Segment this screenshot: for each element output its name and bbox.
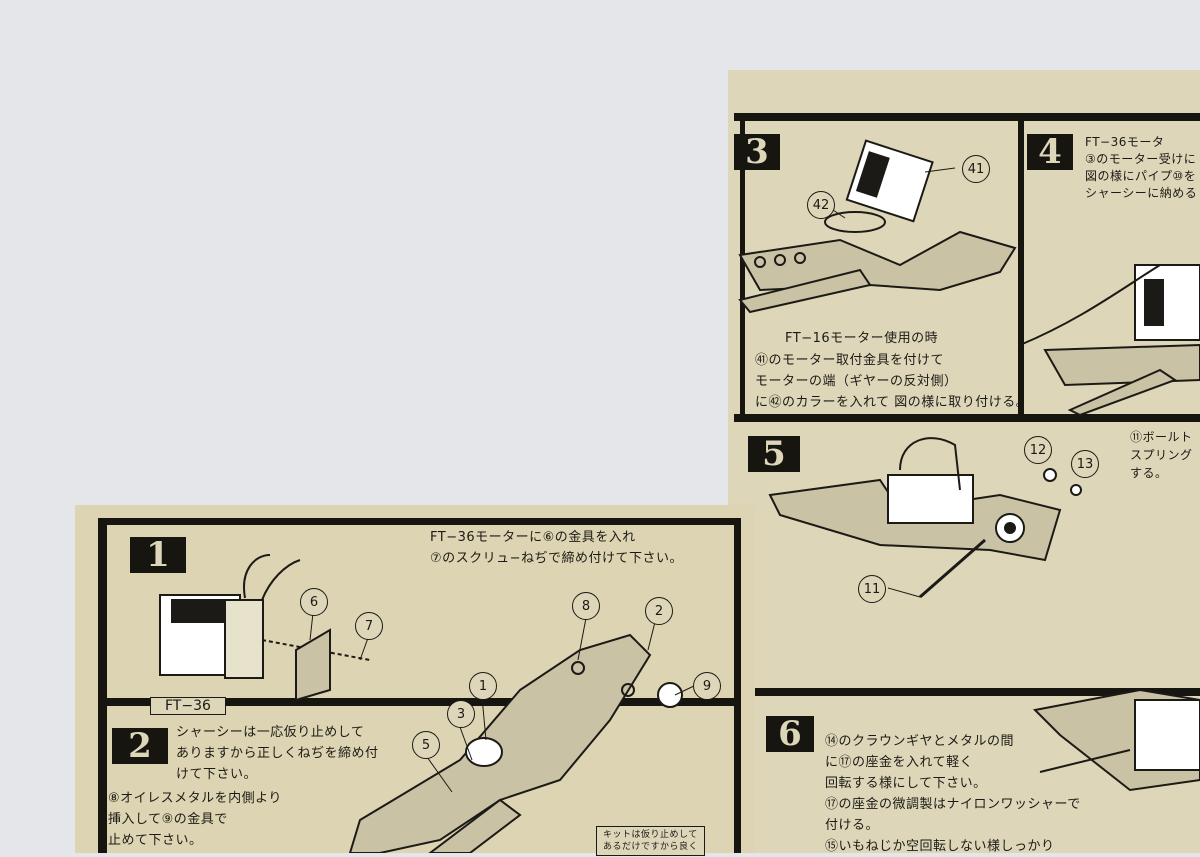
rule: [734, 113, 1200, 121]
step5-instructions: ⑪ボールト スプリング する。: [1130, 430, 1193, 480]
rule: [734, 518, 741, 853]
part-callout-6: 6: [300, 588, 328, 616]
part-callout-1: 1: [469, 672, 497, 700]
step2-instructions: シャーシーは一応仮り止めして ありますから正しくねぢを締め付 けて下さい。: [176, 725, 379, 782]
step-number-1: 1: [130, 535, 186, 575]
part-callout-41: 41: [962, 155, 990, 183]
part-callout-7: 7: [355, 612, 383, 640]
step2-instructions-metal: ⑧オイレスメタルを内側より 挿入して⑨の金具で 止めて下さい。: [108, 791, 282, 848]
step-number-4: 4: [1027, 132, 1073, 172]
step1-instructions: FT−36モーターに⑥の金具を入れ ⑦のスクリュ−ねぢで締め付けて下さい。: [430, 530, 684, 566]
rule: [98, 698, 738, 706]
step3-caption: FT−16モーター使用の時: [785, 331, 939, 346]
rule: [734, 414, 1200, 422]
step2-note: キットは仮り止めして あるだけですから良く: [596, 826, 706, 856]
rule: [98, 518, 738, 525]
step3-instructions: ㊶のモーター取付金具を付けて モーターの端（ギヤーの反対側） に㊷のカラーを入れ…: [755, 353, 1030, 410]
step6-instructions: ⑭のクラウンギヤとメタルの間 に⑰の座金を入れて軽く 回転する様にして下さい。 …: [825, 734, 1081, 854]
part-callout-9: 9: [693, 672, 721, 700]
part-callout-42: 42: [807, 191, 835, 219]
step-number-6: 6: [766, 714, 814, 754]
part-callout-5: 5: [412, 731, 440, 759]
part-callout-11: 11: [858, 575, 886, 603]
step4-instructions: FT−36モータ ③のモーター受けに 図の様にパイプ⑩を シャーシーに納める: [1085, 135, 1198, 200]
step-number-5: 5: [748, 434, 800, 474]
part-callout-13: 13: [1071, 450, 1099, 478]
part-callout-8: 8: [572, 592, 600, 620]
motor-label-ft36: FT−36: [150, 697, 226, 715]
part-callout-2: 2: [645, 597, 673, 625]
rule: [750, 688, 1200, 696]
step-number-3: 3: [734, 132, 780, 172]
rule: [740, 121, 745, 421]
part-callout-3: 3: [447, 700, 475, 728]
part-callout-12: 12: [1024, 436, 1052, 464]
step-number-2: 2: [112, 726, 168, 766]
rule: [98, 518, 107, 853]
rule: [1018, 121, 1024, 417]
